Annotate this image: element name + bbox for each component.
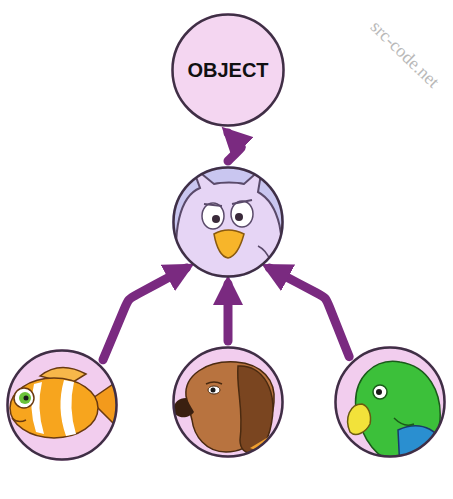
circle-outline (172, 166, 284, 278)
circle-outline (172, 346, 284, 458)
inheritance-arrow (103, 268, 186, 360)
circle-border (336, 348, 445, 457)
picture-circle (334, 346, 446, 458)
circle-outline (334, 346, 446, 458)
dog-drawing (174, 362, 282, 460)
inheritance-arrow (224, 284, 233, 341)
circle-border (174, 348, 283, 457)
circle-border (8, 351, 117, 460)
circle-border (173, 15, 284, 126)
circle-outline (6, 349, 118, 461)
parrot-drawing (348, 361, 448, 470)
watermark: src-code.net (366, 17, 443, 93)
fish-drawing (10, 367, 122, 438)
circle-fill (172, 166, 284, 278)
picture-circle (172, 166, 284, 278)
class-circle: OBJECT (171, 13, 285, 127)
inheritance-arrow (269, 268, 349, 357)
circle-border (174, 168, 283, 277)
picture-circle (6, 349, 118, 461)
inheritance-arrow (228, 133, 241, 161)
circle-fill (171, 13, 285, 127)
node-label: OBJECT (187, 59, 268, 82)
circle-fill (172, 346, 284, 458)
picture-circle (172, 346, 284, 458)
